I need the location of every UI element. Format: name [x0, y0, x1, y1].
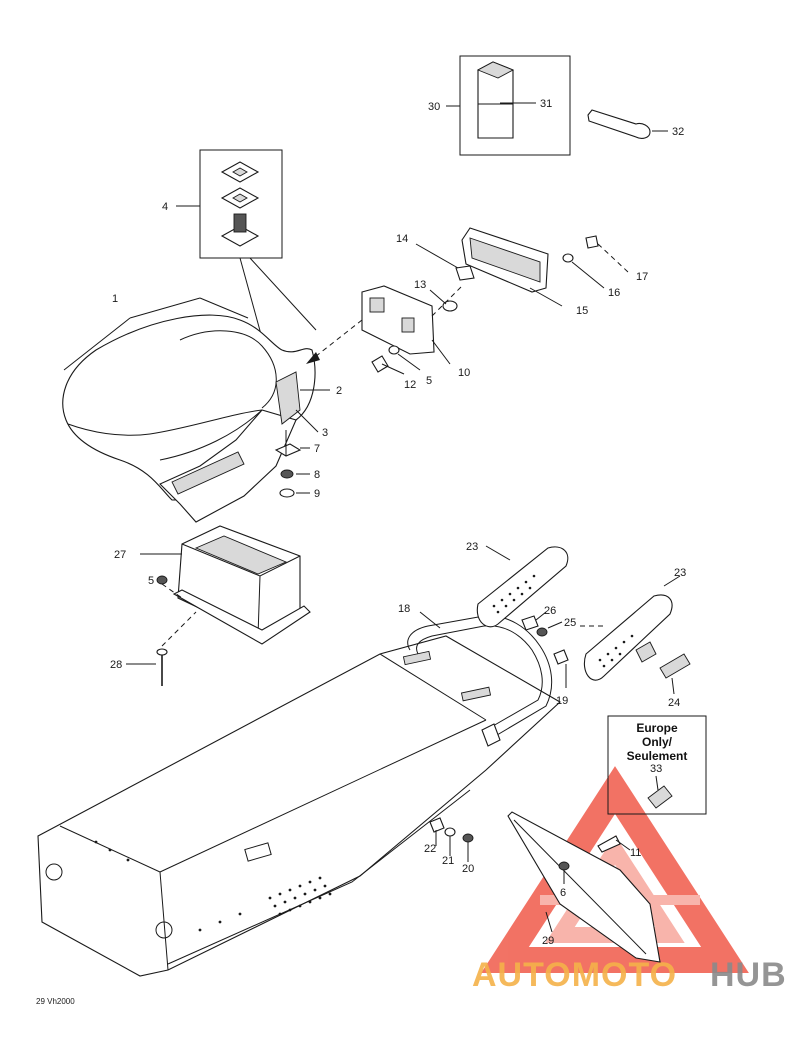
europe-note-line3: Seulement — [627, 749, 688, 763]
europe-note-line1: Europe — [636, 721, 678, 735]
part-23-side-cover-left — [476, 545, 569, 628]
europe-note: Europe Only/ Seulement — [627, 721, 688, 763]
part-29-snow-flap — [507, 811, 661, 963]
callout-3: 3 — [322, 427, 328, 439]
watermark-text: AUTOMOTO HUB — [472, 956, 787, 994]
part-32-spanner — [587, 109, 668, 139]
callout-12: 12 — [404, 379, 416, 391]
callout-10: 10 — [458, 367, 470, 379]
callout-15: 15 — [576, 305, 588, 317]
part-18-grab-handle — [407, 611, 553, 747]
callout-17: 17 — [636, 271, 648, 283]
europe-only-box — [607, 715, 707, 815]
callout-8: 8 — [314, 469, 320, 481]
callout-21: 21 — [442, 855, 454, 867]
part-1-seat — [62, 297, 330, 523]
callout-29: 29 — [542, 935, 554, 947]
tunnel-frame — [37, 635, 561, 977]
callout-16: 16 — [608, 287, 620, 299]
callout-30: 30 — [428, 101, 440, 113]
europe-note-line2: Only/ — [642, 735, 673, 749]
callout-20: 20 — [462, 863, 474, 875]
callout-24: 24 — [668, 697, 680, 709]
callout-31: 31 — [540, 98, 552, 110]
callout-5-tray: 5 — [148, 575, 154, 587]
callout-6: 6 — [560, 887, 566, 899]
callout-23-right: 23 — [674, 567, 686, 579]
part-23-side-cover-right — [580, 575, 681, 681]
callout-13: 13 — [414, 279, 426, 291]
hardware-7-8-9 — [274, 430, 310, 498]
callout-2: 2 — [336, 385, 342, 397]
callout-4: 4 — [162, 201, 168, 213]
callout-7: 7 — [314, 443, 320, 455]
callout-5-taillight: 5 — [426, 375, 432, 387]
tunnel-vents — [94, 840, 332, 932]
kit-box-30-31 — [446, 55, 571, 156]
callout-1: 1 — [112, 293, 118, 305]
callout-28: 28 — [110, 659, 122, 671]
callout-14: 14 — [396, 233, 408, 245]
callout-27: 27 — [114, 549, 126, 561]
hardware-19-25-26 — [521, 611, 569, 688]
callout-labels: 1 2 3 4 5 5 6 7 8 9 10 11 12 13 14 15 16… — [110, 98, 686, 947]
watermark-text-part2: HUB — [710, 956, 787, 994]
callout-19: 19 — [556, 695, 568, 707]
drawing-code: 29 Vh2000 — [36, 997, 75, 1006]
callout-32: 32 — [672, 126, 684, 138]
callout-22: 22 — [424, 843, 436, 855]
watermark-text-part1: AUTOMOTO — [472, 956, 677, 994]
kit-box-4 — [176, 149, 317, 339]
part-27-tray — [126, 525, 311, 686]
callout-11: 11 — [630, 847, 641, 859]
taillight-group — [305, 227, 629, 375]
callout-26: 26 — [544, 605, 556, 617]
part-24-reflector — [659, 653, 691, 695]
callout-25: 25 — [564, 617, 576, 629]
callout-23-left: 23 — [466, 541, 478, 553]
callout-18: 18 — [398, 603, 410, 615]
callout-9: 9 — [314, 488, 320, 500]
hardware-20-21-22 — [429, 817, 474, 862]
callout-33: 33 — [650, 763, 662, 775]
